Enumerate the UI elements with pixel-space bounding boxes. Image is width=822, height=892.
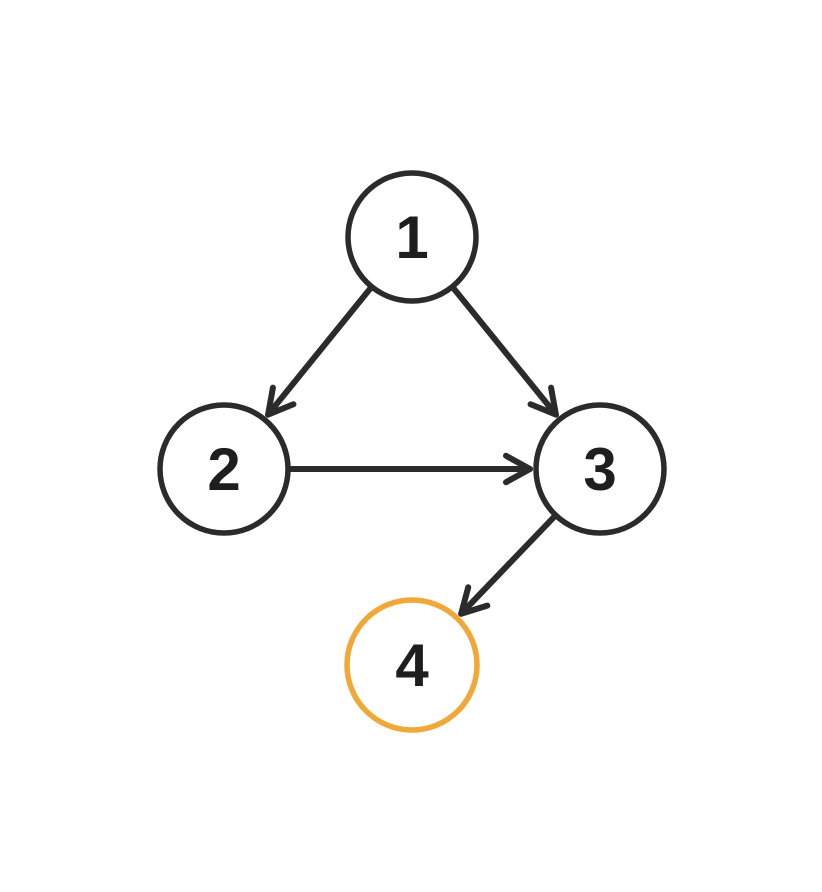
arrowhead-icon (527, 384, 559, 418)
edge-1-to-3 (449, 284, 559, 418)
arrowhead-icon (265, 384, 297, 418)
node-circle (344, 597, 480, 733)
node-label: 2 (207, 436, 240, 503)
edges (265, 284, 559, 617)
arrowhead-icon (503, 452, 533, 486)
node-3: 3 (533, 402, 667, 536)
node-label: 1 (395, 204, 428, 271)
node-circle (157, 402, 291, 536)
node-1: 1 (345, 170, 479, 304)
node-4: 4 (344, 597, 480, 733)
node-label: 3 (583, 436, 616, 503)
edge-2-to-3 (286, 452, 533, 486)
nodes: 1 2 3 4 (157, 170, 667, 733)
edge-1-to-2 (265, 284, 375, 418)
edge-line (458, 512, 559, 617)
node-circle (533, 402, 667, 536)
node-2: 2 (157, 402, 291, 536)
node-circle (345, 170, 479, 304)
edge-line (265, 284, 375, 418)
arrowhead-icon (458, 584, 491, 617)
node-label: 4 (395, 632, 429, 699)
edge-line (449, 284, 559, 418)
edge-3-to-4 (458, 512, 559, 617)
